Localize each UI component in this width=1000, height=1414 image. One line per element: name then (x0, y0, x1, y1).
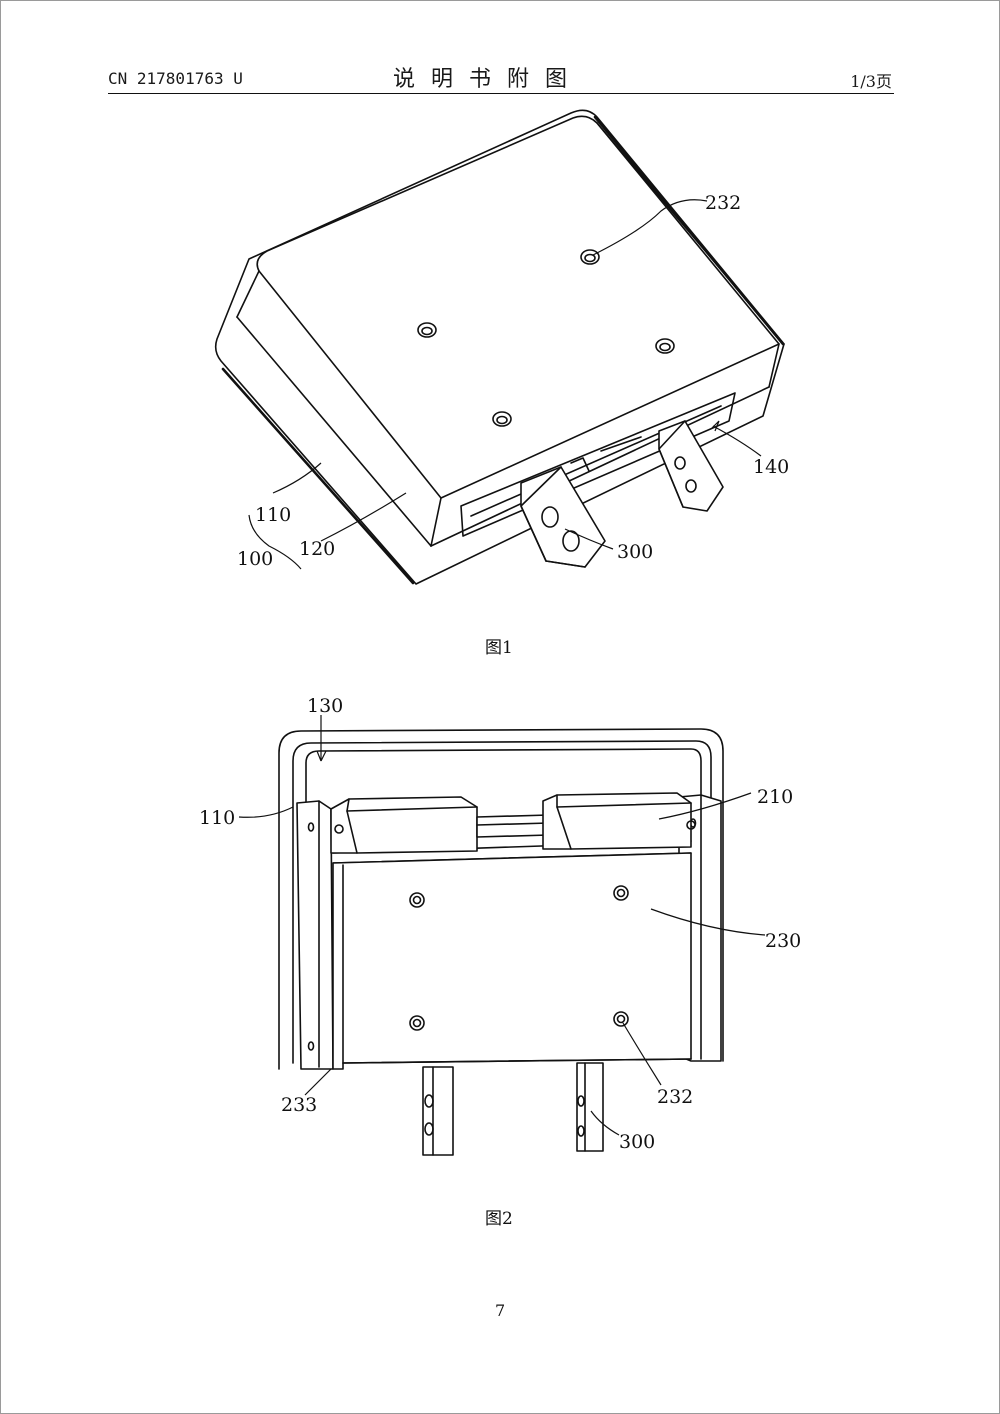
fig1-label-110: 110 (255, 504, 291, 526)
fig1-label-300: 300 (617, 541, 653, 563)
fig1-label-100: 100 (237, 548, 273, 570)
fig1-label-140: 140 (753, 456, 789, 478)
fig2-label-110: 110 (199, 807, 235, 829)
figure-1-caption: 图1 (485, 638, 513, 658)
figure-2-caption: 图2 (485, 1209, 513, 1229)
figure-1-drawing: 232 140 110 120 100 300 (214, 109, 789, 585)
document-title: 说明书附图 (393, 67, 584, 92)
fig2-label-300: 300 (619, 1131, 655, 1153)
fig2-label-230: 230 (765, 930, 801, 952)
fig2-label-233: 233 (281, 1094, 317, 1116)
figure-2-drawing: 130 110 210 230 233 232 300 (199, 695, 801, 1156)
fig2-label-130: 130 (307, 695, 343, 717)
fig2-label-232: 232 (657, 1086, 693, 1108)
fig1-label-120: 120 (299, 538, 335, 560)
header-rule (108, 93, 894, 94)
fig1-label-232: 232 (705, 192, 741, 214)
page-number: 7 (495, 1301, 506, 1320)
fig2-label-210: 210 (757, 786, 793, 808)
publication-number: CN 217801763 U (108, 69, 243, 88)
page-of-indicator: 1/3页 (850, 72, 892, 91)
